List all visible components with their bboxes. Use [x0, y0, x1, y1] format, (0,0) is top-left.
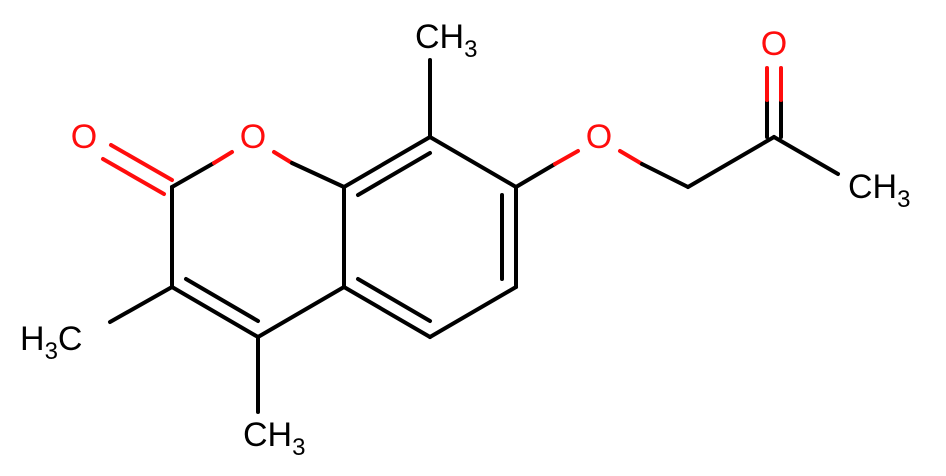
bond-c3-me — [108, 285, 174, 324]
bond-o1-c8a — [290, 161, 346, 189]
methyl-c4-sub: 3 — [292, 434, 305, 461]
bond-c8a-c8 — [342, 135, 432, 189]
bond-c3-c4 — [170, 285, 260, 339]
atom-ketone-oxygen: O — [761, 25, 787, 63]
methyl-c3-sub: 3 — [45, 338, 58, 365]
ring-bonds — [101, 135, 518, 339]
bond-c2-oxo-b — [101, 157, 166, 196]
bond-c8-c7 — [428, 135, 518, 189]
atom-ring-oxygen: O — [240, 118, 266, 156]
methyl-ketone-main: CH — [848, 168, 897, 206]
atom-methyl-c8: CH3 — [415, 18, 477, 63]
bond-c5-c4a-inner — [356, 277, 432, 323]
atom-methyl-ketone: CH3 — [848, 168, 910, 213]
bond-c6-c5 — [428, 285, 518, 339]
bond-co-me — [772, 135, 840, 176]
bond-oether-ch2 — [640, 162, 690, 189]
methyl-c3-main: H — [20, 320, 45, 358]
bond-c5-c4a — [342, 285, 432, 339]
bond-c3-c4-inner — [184, 277, 260, 323]
bond-o1-c8a-red — [272, 150, 294, 165]
bond-c2-oxo-a — [109, 143, 174, 182]
methyl-c3-tail: C — [58, 320, 83, 358]
atom-ether-oxygen: O — [586, 118, 612, 156]
bond-c7-oether-red — [553, 149, 580, 166]
atom-methyl-c3: H3C — [20, 320, 82, 365]
bond-c8a-c8-inner — [356, 151, 432, 197]
methyl-c8-sub: 3 — [464, 36, 477, 63]
methyl-ketone-sub: 3 — [897, 186, 910, 213]
atom-labels: O O O O CH3 CH3 H3C CH3 — [20, 18, 910, 461]
bond-c4-c4a — [256, 285, 346, 339]
bond-oether-ch2-red — [618, 149, 644, 166]
bond-ch2-co — [686, 135, 776, 189]
substituent-bonds — [108, 58, 840, 414]
atom-oxo-oxygen: O — [71, 118, 97, 156]
methyl-c8-main: CH — [415, 18, 464, 56]
bond-o1-c2-red — [212, 150, 234, 165]
methyl-c4-main: CH — [243, 416, 292, 454]
bond-c7-oether — [514, 162, 557, 189]
atom-methyl-c4: CH3 — [243, 416, 305, 461]
bond-c2-o1 — [170, 161, 216, 189]
